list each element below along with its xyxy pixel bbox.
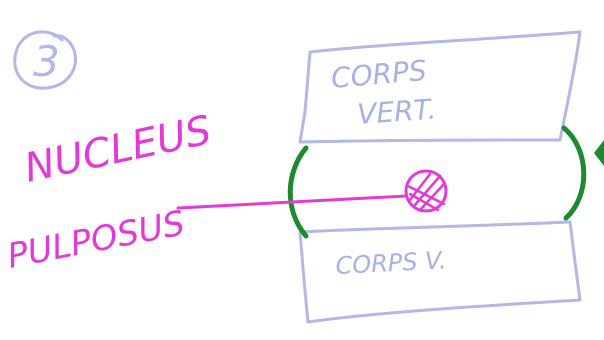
nucleus-pulposus (404, 169, 448, 213)
annotation-leader-line (176, 194, 408, 210)
upper-vertebral-body-outline (298, 30, 582, 144)
annotation-label-pulposus: PULPOSUS (4, 203, 188, 277)
nucleus-pulposus-circle (404, 169, 448, 213)
step-number-circle (13, 30, 77, 90)
step-number-text: 3 (33, 37, 60, 86)
upper-vertebral-body-label-line1: CORPS (330, 54, 428, 95)
step-number-badge: 3 (13, 30, 77, 90)
lower-vertebral-body: CORPS V. (298, 220, 582, 324)
annotation-label-nucleus: NUCLEUS (21, 107, 216, 191)
disc-left-edge (287, 145, 309, 239)
intervertebral-disc (287, 125, 604, 239)
lower-vertebral-body-outline (298, 220, 582, 324)
disc-right-edge (561, 125, 587, 221)
lower-vertebral-body-label: CORPS V. (335, 246, 447, 280)
arrow-head-icon (594, 140, 604, 166)
upper-vertebral-body-label-line2: VERT. (356, 93, 437, 131)
nucleus-pulposus-hatching (406, 172, 446, 212)
upper-vertebral-body: CORPS VERT. (298, 30, 582, 144)
